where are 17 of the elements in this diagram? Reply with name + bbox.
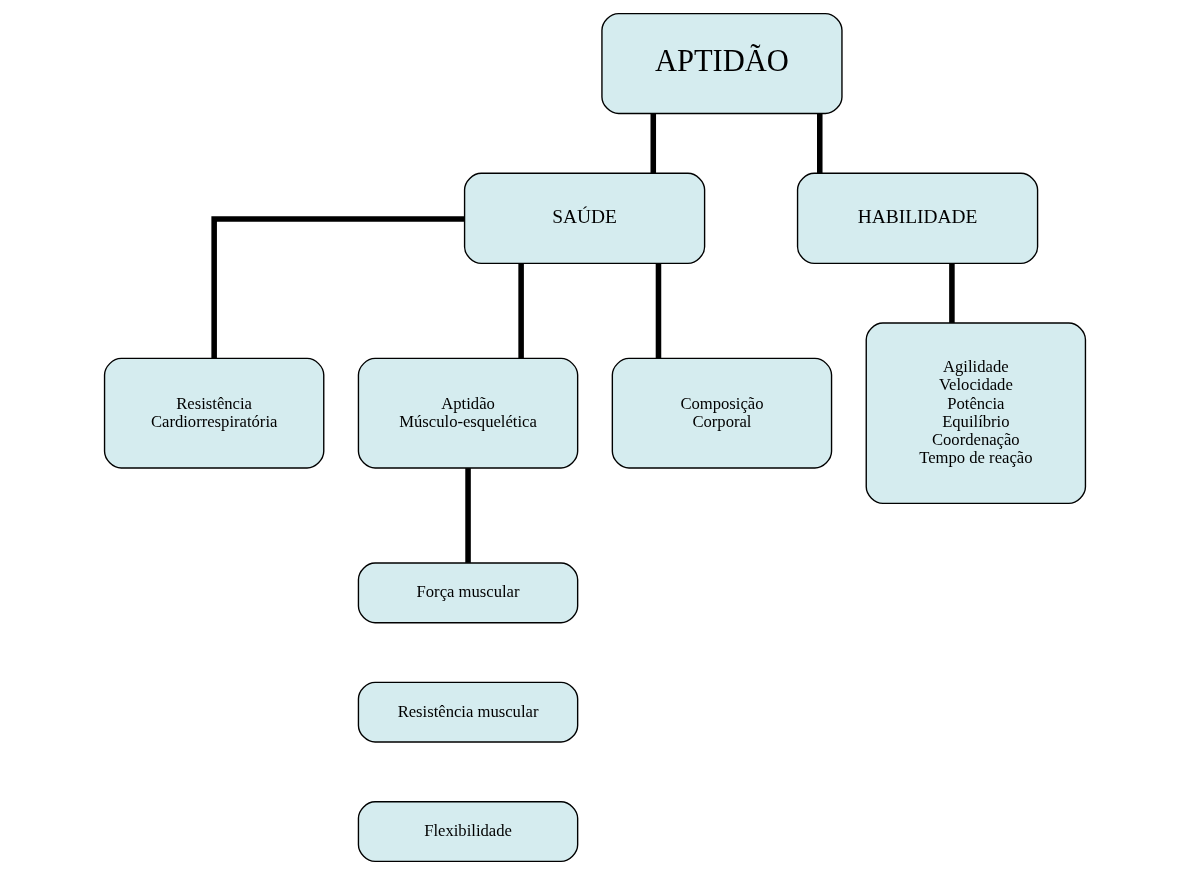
connector — [655, 263, 661, 359]
node-box: Flexibilidade — [357, 801, 578, 863]
node-box: Aptidão Músculo-esquelética — [357, 357, 578, 469]
connector — [816, 113, 823, 173]
node-box: Agilidade Velocidade Potência Equilíbrio Coordenação Tempo de reação — [865, 322, 1086, 505]
connector — [210, 216, 464, 359]
connector — [464, 468, 471, 563]
node-box: Força muscular — [357, 562, 578, 624]
node-box: SAÚDE — [463, 172, 705, 265]
node-box: APTIDÃO — [600, 12, 843, 115]
node-box: Resistência muscular — [357, 681, 578, 743]
node-box: Composição Corporal — [611, 357, 832, 469]
connector — [948, 263, 955, 323]
node-box: Resistência Cardiorrespiratória — [103, 357, 324, 469]
connector — [650, 113, 656, 173]
node-box: HABILIDADE — [796, 172, 1038, 265]
connector — [517, 263, 524, 359]
